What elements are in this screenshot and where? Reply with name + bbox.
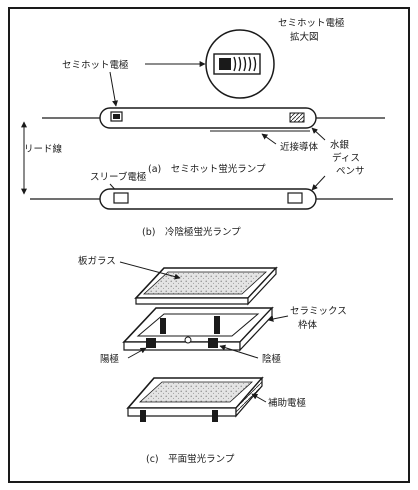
mercury-dispenser-label-line3: ペンサ — [336, 166, 365, 177]
sleeve-electrode-label: スリーブ電極 — [90, 171, 147, 183]
auxiliary-electrode — [235, 376, 263, 418]
plate-glass-label: 板ガラス — [78, 255, 116, 267]
sleeve-electrode-left — [113, 192, 129, 204]
ceramic-frame-label-line2: 枠体 — [298, 319, 318, 331]
mercury-dispenser-label-line1: 水銀 — [330, 139, 350, 151]
enlarged-view-label-line2: 拡大図 — [290, 31, 319, 43]
lead-wire-label: リード線 — [24, 143, 63, 155]
cathode-terminal — [208, 338, 218, 348]
mercury-dispenser-label-line2: ディス — [332, 152, 360, 164]
auxiliary-electrode-label: 補助電極 — [268, 397, 307, 409]
semi-hot-electrode-label: セミホット電極 — [62, 59, 129, 71]
semi-hot-lamp-section: セミホット電極 拡大図 セミホット電極 近接導体 水銀 ディス ペンサ (a) … — [42, 17, 385, 191]
cathode-label: 陰極 — [262, 353, 282, 365]
anode-terminal — [146, 338, 156, 348]
figure-border — [8, 7, 410, 483]
enlarged-view-label-line1: セミホット電極 — [278, 17, 345, 29]
enlarged-electrode-icon — [213, 53, 261, 75]
anode-label: 陽極 — [100, 353, 120, 365]
semi-hot-tube — [99, 107, 317, 129]
cold-cathode-tube — [99, 188, 317, 210]
semi-hot-electrode-right — [289, 112, 305, 123]
proximity-conductor-label: 近接導体 — [280, 141, 319, 153]
flat-lamp-section: 板ガラス セラミックス 枠体 陽極 陰極 補助電極 (c) 平面蛍光ランプ — [78, 255, 347, 465]
caption-a: (a) セミホット蛍光ランプ — [148, 163, 266, 175]
caption-b: (b) 冷陰極蛍光ランプ — [142, 226, 241, 238]
cold-cathode-lamp-section: スリーブ電極 (b) 冷陰極蛍光ランプ — [30, 171, 393, 238]
sleeve-electrode-right — [287, 192, 303, 204]
ceramic-frame-label-line1: セラミックス — [290, 306, 347, 317]
caption-c: (c) 平面蛍光ランプ — [146, 453, 235, 465]
